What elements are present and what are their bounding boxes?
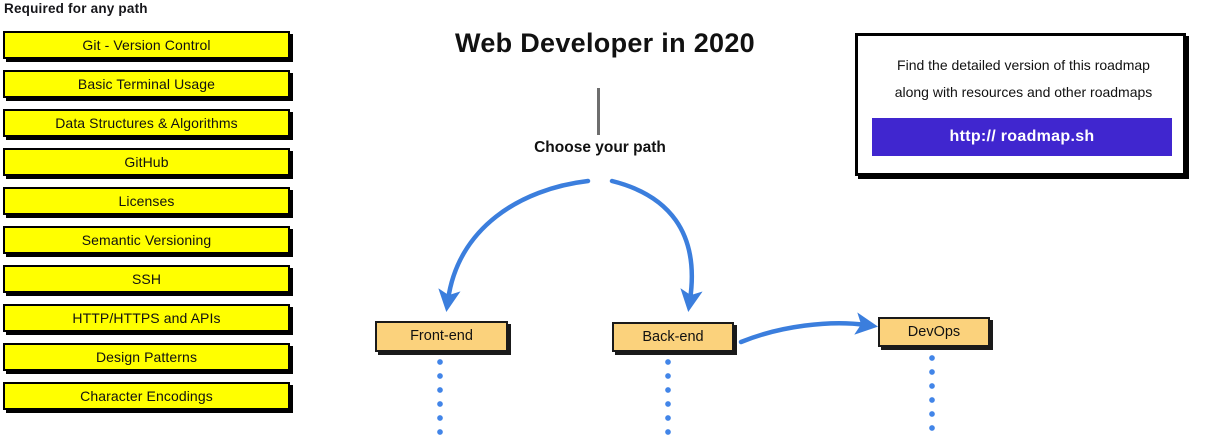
- required-item-github[interactable]: GitHub: [3, 148, 290, 176]
- required-item-data-structures-and-algorithms[interactable]: Data Structures & Algorithms: [3, 109, 290, 137]
- path-box-label: Front-end: [410, 328, 473, 345]
- roadmap-link-label: http:// roadmap.sh: [949, 128, 1095, 145]
- dotted-trail-devops: [929, 355, 935, 436]
- required-item-ssh[interactable]: SSH: [3, 265, 290, 293]
- required-item-label: Semantic Versioning: [81, 232, 212, 248]
- required-item-licenses[interactable]: Licenses: [3, 187, 290, 215]
- path-box-front-end[interactable]: Front-end: [375, 321, 508, 352]
- path-box-label: DevOps: [907, 323, 961, 340]
- required-item-git-version-control[interactable]: Git - Version Control: [3, 31, 290, 59]
- required-item-label: Data Structures & Algorithms: [55, 115, 238, 131]
- path-box-devops[interactable]: DevOps: [878, 317, 990, 347]
- required-item-http-https-and-apis[interactable]: HTTP/HTTPS and APIs: [3, 304, 290, 332]
- info-box: Find the detailed version of this roadma…: [855, 33, 1186, 176]
- dotted-trail-back-end: [665, 359, 671, 436]
- page-title: Web Developer in 2020: [455, 28, 755, 58]
- required-item-label: Character Encodings: [80, 388, 213, 404]
- arrow-to-frontend: [438, 178, 591, 313]
- info-box-line-1: Find the detailed version of this roadma…: [897, 57, 1150, 73]
- required-item-character-encodings[interactable]: Character Encodings: [3, 382, 290, 410]
- path-box-back-end[interactable]: Back-end: [612, 322, 734, 352]
- dotted-trail-front-end: [437, 359, 443, 436]
- arrow-to-backend: [609, 178, 703, 313]
- required-for-any-path-section: Required for any path Git - Version Cont…: [0, 0, 300, 436]
- required-item-label: Design Patterns: [95, 349, 198, 365]
- arrow-backend-to-devops: [738, 312, 879, 345]
- required-item-label: Licenses: [118, 193, 175, 209]
- path-box-label: Back-end: [642, 328, 704, 345]
- required-item-label: Git - Version Control: [82, 37, 211, 53]
- required-item-label: SSH: [131, 271, 162, 287]
- required-item-design-patterns[interactable]: Design Patterns: [3, 343, 290, 371]
- required-item-label: GitHub: [124, 154, 169, 170]
- required-item-label: Basic Terminal Usage: [77, 76, 216, 92]
- roadmap-link-button[interactable]: http:// roadmap.sh: [872, 118, 1172, 156]
- required-item-semantic-versioning[interactable]: Semantic Versioning: [3, 226, 290, 254]
- required-section-heading: Required for any path: [4, 1, 148, 16]
- required-item-basic-terminal-usage[interactable]: Basic Terminal Usage: [3, 70, 290, 98]
- trunk-connector-line: [597, 88, 600, 135]
- choose-your-path-label: Choose your path: [534, 139, 666, 156]
- info-box-line-2: along with resources and other roadmaps: [894, 84, 1153, 100]
- required-item-label: HTTP/HTTPS and APIs: [72, 310, 221, 326]
